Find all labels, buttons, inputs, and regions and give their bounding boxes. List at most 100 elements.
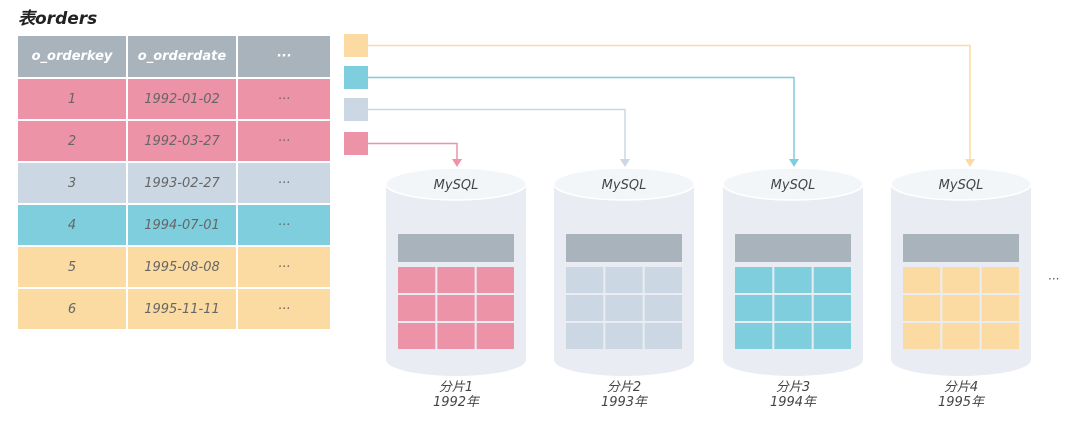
shard-year: 1995年	[937, 395, 985, 410]
shard-connector-line	[368, 108, 626, 162]
shard-year: 1994年	[769, 395, 817, 410]
mini-table-cell	[981, 295, 1019, 321]
shard-connector-line	[368, 142, 458, 162]
table-row: 5 1995-08-08 ···	[18, 247, 330, 289]
table-row: 3 1993-02-27 ···	[18, 163, 330, 205]
orders-table: o_orderkey o_orderdate ··· 1 1992-01-02 …	[18, 36, 330, 331]
shard-color-key	[344, 98, 368, 121]
cylinder-top	[722, 167, 864, 201]
mini-table-cell	[566, 323, 604, 349]
mini-table-cell	[774, 323, 812, 349]
mini-table-cell	[942, 323, 980, 349]
shard-name: 分片4	[943, 380, 979, 395]
arrow-head-icon	[620, 159, 630, 167]
mini-table-cell	[981, 267, 1019, 293]
mini-table-header	[398, 234, 514, 262]
mini-table-cell	[605, 267, 643, 293]
shard-name: 分片3	[775, 380, 811, 395]
mini-table-cell	[476, 323, 514, 349]
cell-more: ···	[238, 289, 330, 331]
mini-table-cell	[644, 267, 682, 293]
mini-table-cell	[476, 295, 514, 321]
cell-orderdate: 1995-08-08	[128, 247, 238, 289]
shard-color-key	[344, 34, 368, 57]
cell-more: ···	[238, 79, 330, 121]
column-header-orderkey: o_orderkey	[18, 36, 128, 79]
shard-db-label: MySQL	[601, 178, 647, 193]
mini-table-cell	[942, 267, 980, 293]
shard-db-label: MySQL	[433, 178, 479, 193]
mini-table-cell	[566, 295, 604, 321]
mini-table-cell	[903, 323, 941, 349]
column-header-orderdate: o_orderdate	[128, 36, 238, 79]
mini-table-cell	[437, 323, 475, 349]
mini-table-cell	[942, 295, 980, 321]
shard-year: 1992年	[432, 395, 480, 410]
shard-db-label: MySQL	[938, 178, 984, 193]
cylinder-top	[385, 167, 527, 201]
mini-table-cell	[605, 323, 643, 349]
mini-table-cell	[398, 323, 436, 349]
cell-orderdate: 1993-02-27	[128, 163, 238, 205]
mini-table-cell	[813, 267, 851, 293]
mini-table-cell	[774, 267, 812, 293]
mini-table-cell	[476, 267, 514, 293]
mini-table-cell	[437, 295, 475, 321]
mini-table-cell	[644, 323, 682, 349]
table-row: 1 1992-01-02 ···	[18, 79, 330, 121]
mini-table-header	[903, 234, 1019, 262]
mini-table-cell	[398, 295, 436, 321]
diagram-title: 表orders	[18, 9, 98, 29]
shard-name: 分片1	[438, 380, 474, 395]
cell-orderkey: 6	[18, 289, 128, 331]
table-row: 4 1994-07-01 ···	[18, 205, 330, 247]
table-row: 2 1992-03-27 ···	[18, 121, 330, 163]
mini-table-cell	[605, 295, 643, 321]
mini-table-cell	[566, 267, 604, 293]
shard-color-key	[344, 66, 368, 89]
arrow-head-icon	[452, 159, 462, 167]
shard-year: 1993年	[600, 395, 648, 410]
more-shards-ellipsis: ···	[1048, 272, 1060, 286]
cylinder-top	[553, 167, 695, 201]
shard-connector-line	[368, 44, 971, 162]
mini-table-header	[566, 234, 682, 262]
cell-more: ···	[238, 247, 330, 289]
cell-orderkey: 4	[18, 205, 128, 247]
cell-more: ···	[238, 163, 330, 205]
arrow-head-icon	[789, 159, 799, 167]
shard-connector-line	[368, 76, 795, 162]
cell-orderkey: 2	[18, 121, 128, 163]
shard-caption: 分片3 1994年	[743, 380, 843, 410]
column-header-more: ···	[238, 36, 330, 79]
mini-table-cell	[813, 295, 851, 321]
mini-table-cell	[813, 323, 851, 349]
shard-name: 分片2	[606, 380, 642, 395]
shard-color-key	[344, 132, 368, 155]
mini-table-cell	[735, 323, 773, 349]
mini-table-cell	[774, 295, 812, 321]
cylinder-top	[890, 167, 1032, 201]
cell-more: ···	[238, 121, 330, 163]
shard-db-label: MySQL	[770, 178, 816, 193]
cell-orderkey: 5	[18, 247, 128, 289]
shard-caption: 分片4 1995年	[911, 380, 1011, 410]
mini-table-cell	[735, 267, 773, 293]
arrow-head-icon	[965, 159, 975, 167]
table-row: 6 1995-11-11 ···	[18, 289, 330, 331]
mini-table-cell	[398, 267, 436, 293]
cell-orderdate: 1992-03-27	[128, 121, 238, 163]
mini-table-cell	[903, 295, 941, 321]
cell-more: ···	[238, 205, 330, 247]
shard-caption: 分片1 1992年	[406, 380, 506, 410]
cell-orderkey: 3	[18, 163, 128, 205]
mini-table-cell	[644, 295, 682, 321]
mini-table-cell	[903, 267, 941, 293]
cell-orderdate: 1995-11-11	[128, 289, 238, 331]
mini-table-cell	[735, 295, 773, 321]
mini-table-header	[735, 234, 851, 262]
cell-orderdate: 1994-07-01	[128, 205, 238, 247]
shard-caption: 分片2 1993年	[574, 380, 674, 410]
mini-table-cell	[981, 323, 1019, 349]
